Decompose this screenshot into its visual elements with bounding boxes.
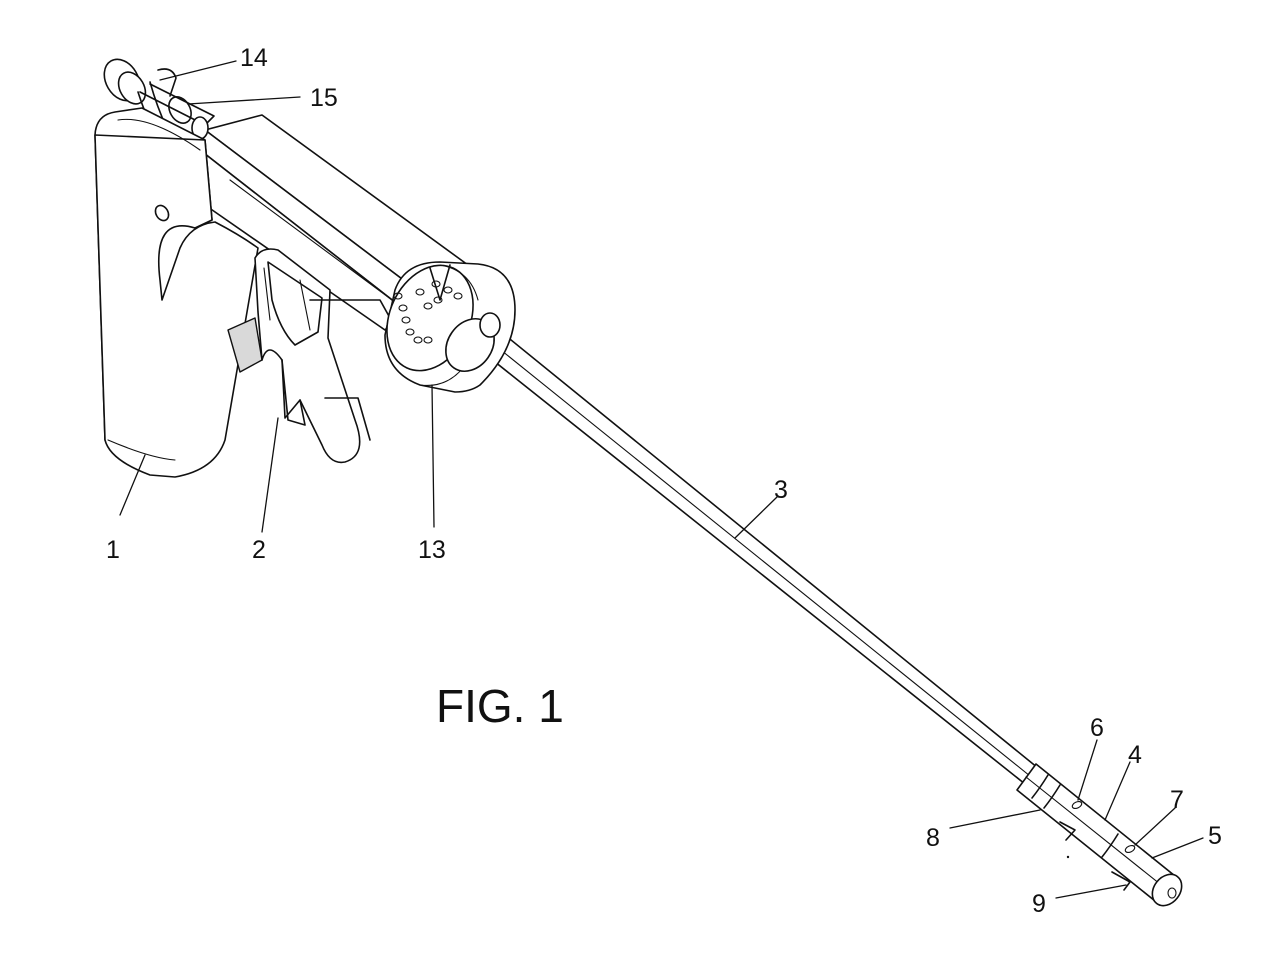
label-4: 4 [1128, 741, 1142, 769]
label-7: 7 [1170, 786, 1184, 814]
label-9: 9 [1032, 890, 1046, 918]
label-15: 15 [310, 84, 338, 112]
label-6: 6 [1090, 714, 1104, 742]
label-1: 1 [106, 536, 120, 564]
label-5: 5 [1208, 822, 1222, 850]
label-2: 2 [252, 536, 266, 564]
label-13: 13 [418, 536, 446, 564]
figure-caption: FIG. 1 [436, 680, 564, 732]
label-8: 8 [926, 824, 940, 852]
label-14: 14 [240, 44, 268, 72]
label-3: 3 [774, 476, 788, 504]
